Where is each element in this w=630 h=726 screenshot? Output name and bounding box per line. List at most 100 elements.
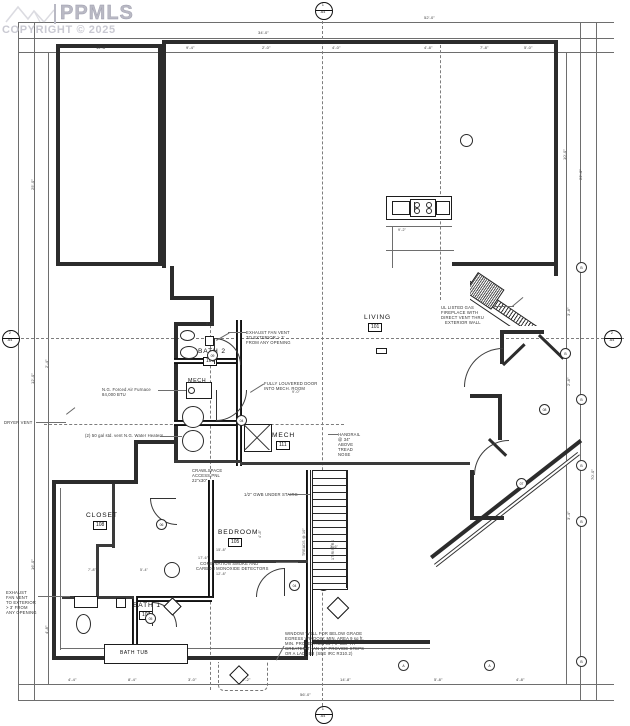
note-furnace-line1: N.G. Forced Air Furnace [102,387,151,392]
dim-bot-seg-5: 5'-8" [434,677,443,682]
room-number-bedroom: 105 [228,538,243,547]
partition-bath1-top [62,596,134,599]
leader-dryer-vent-angled [66,407,76,415]
section-marker-top-sheet: A4 [320,10,326,14]
wall-right-step-5 [470,394,502,398]
leader-water-heaters [160,436,182,437]
leader-handrail [328,434,338,435]
dim-line-right-overall [596,22,597,700]
leader-exhaust-bath1 [38,596,70,597]
door-tag-icon[interactable]: 04 [289,580,300,591]
note-handrail-l2: @ 34" [338,437,351,442]
dim-left-4: 4'-8" [44,625,49,634]
note-exhaust-bath1-l2: FAN VENT [6,595,28,600]
wall-bath2-left [174,322,178,462]
watermark-brand: PPMLS [60,2,134,24]
section-marker-left-sheet: A4 [7,338,13,342]
partition-closet-west [112,484,115,548]
grid-bubble-icon[interactable]: B [576,394,587,405]
note-louvered-l1: FULLY LOUVERED DOOR [264,381,318,386]
wall-right-step-1 [554,266,558,276]
counter-line-2 [386,250,454,251]
door-swing-bedroom [256,568,285,597]
note-fireplace-l1: UL LISTED GAS [441,305,474,310]
note-handrail-l5: NOSE [338,452,351,457]
leader-dryer-vent [36,422,66,423]
wall-upper-left-bottom [56,262,162,266]
dim-line-top-secondary [18,38,614,39]
note-window-well-l2: EGRESS WINDOW: MIN. AREA 9 sq ft, [285,636,364,641]
wall-lower-left [52,480,56,660]
note-exhaust-bath1-l3: TO EXTERIOR [6,600,36,605]
dim-left-2: 2'-4" [44,359,49,368]
door-leaf-mech [216,390,217,420]
grid-bubble-icon[interactable]: B [576,516,587,527]
watermark-divider [54,4,56,24]
note-exhaust-bath2-l2: TO EXTERIOR > 3' [246,335,285,340]
dim-top-seg-1: 9'-4" [186,45,195,50]
burner-icon [414,208,420,214]
dim-line-right-secondary [580,22,581,700]
dim-line-bottom-strings [18,684,614,685]
dim-interior-5: 4'-8" [258,529,262,538]
wall-main-upper-top [162,40,558,44]
leader-furnace [158,390,186,391]
note-exhaust-bath1-l1: EXHAUST [6,590,27,595]
column-icon [460,134,473,147]
note-exhaust-bath2-l1: EXHAUST FAN VENT [246,330,290,335]
door-tag-icon[interactable]: 07 [516,478,527,489]
dim-line-left-secondary [34,22,35,700]
water-heater-icon [182,406,204,428]
section-marker-icon[interactable] [604,330,622,348]
dim-interior-6: 7'-8" [88,568,97,572]
shower-valve-icon [205,336,214,346]
wall-angled-niche-2 [502,343,526,367]
partition-mech-north [174,420,236,426]
note-fireplace-l4: EXTERIOR WALL [445,320,481,325]
grid-bubble-icon[interactable]: B [576,656,587,667]
water-heater-icon [182,430,204,452]
burner-icon [426,208,432,214]
grid-bubble-icon[interactable]: B [576,460,587,471]
note-gwb: 1/2" GWB UNDER STAIRS [244,492,298,497]
room-label-bedroom: BEDROOM [218,529,259,536]
door-leaf-closet [150,498,176,499]
door-tag-icon[interactable]: 05 [145,613,156,624]
dim-bot-seg-0: 4'-4" [68,677,77,682]
note-crawlspace-l3: 22"x30" [192,478,208,483]
wall-main-upper-left [162,40,166,268]
section-marker-icon[interactable] [315,706,333,724]
dim-line-right-strings [566,52,567,684]
note-water-heaters: (2) 50 gal std. vent N.G. Water Heaters [85,433,164,438]
leader-exhaust-bath2 [228,332,246,333]
grid-bubble-icon[interactable]: A [398,660,409,671]
partition-mech-south [174,460,240,463]
door-tag-icon[interactable]: 06 [156,519,167,530]
grid-bubble-icon[interactable]: B [576,262,587,273]
dim-top-seg-4: 4'-8" [424,45,433,50]
door-tag-icon[interactable]: 09 [207,350,218,361]
window-tag-icon[interactable] [326,596,350,620]
section-marker-icon[interactable] [2,330,20,348]
window-tag-icon[interactable]: B [560,348,571,359]
dim-top-seg-5: 7'-8" [480,45,489,50]
counter-side-line [392,226,393,268]
dim-right-1: 22'-0" [578,169,583,180]
door-tag-icon[interactable]: 08 [539,404,550,415]
leader-louvered [250,383,265,393]
grid-line-vertical-center [322,16,323,716]
section-marker-icon[interactable] [315,2,333,20]
room-label-bath1: BATH 1 [133,602,161,609]
section-marker-bottom-number: 1 [321,707,325,711]
grid-bubble-icon[interactable]: A [484,660,495,671]
stair-stringer-east [346,470,347,588]
note-exhaust-bath2-l3: FROM ANY OPENING [246,340,291,345]
door-tag-icon[interactable]: 04 [236,415,247,426]
wall-fireplace-run [452,262,558,266]
dim-top-partial: 34'-0" [258,30,269,35]
wall-right-step-6 [470,470,474,520]
partition-closet-east [208,480,214,598]
wall-upper-left-top [56,44,162,48]
door-swing-right-1 [464,348,503,387]
dim-right-0: 10'-0" [562,149,567,160]
